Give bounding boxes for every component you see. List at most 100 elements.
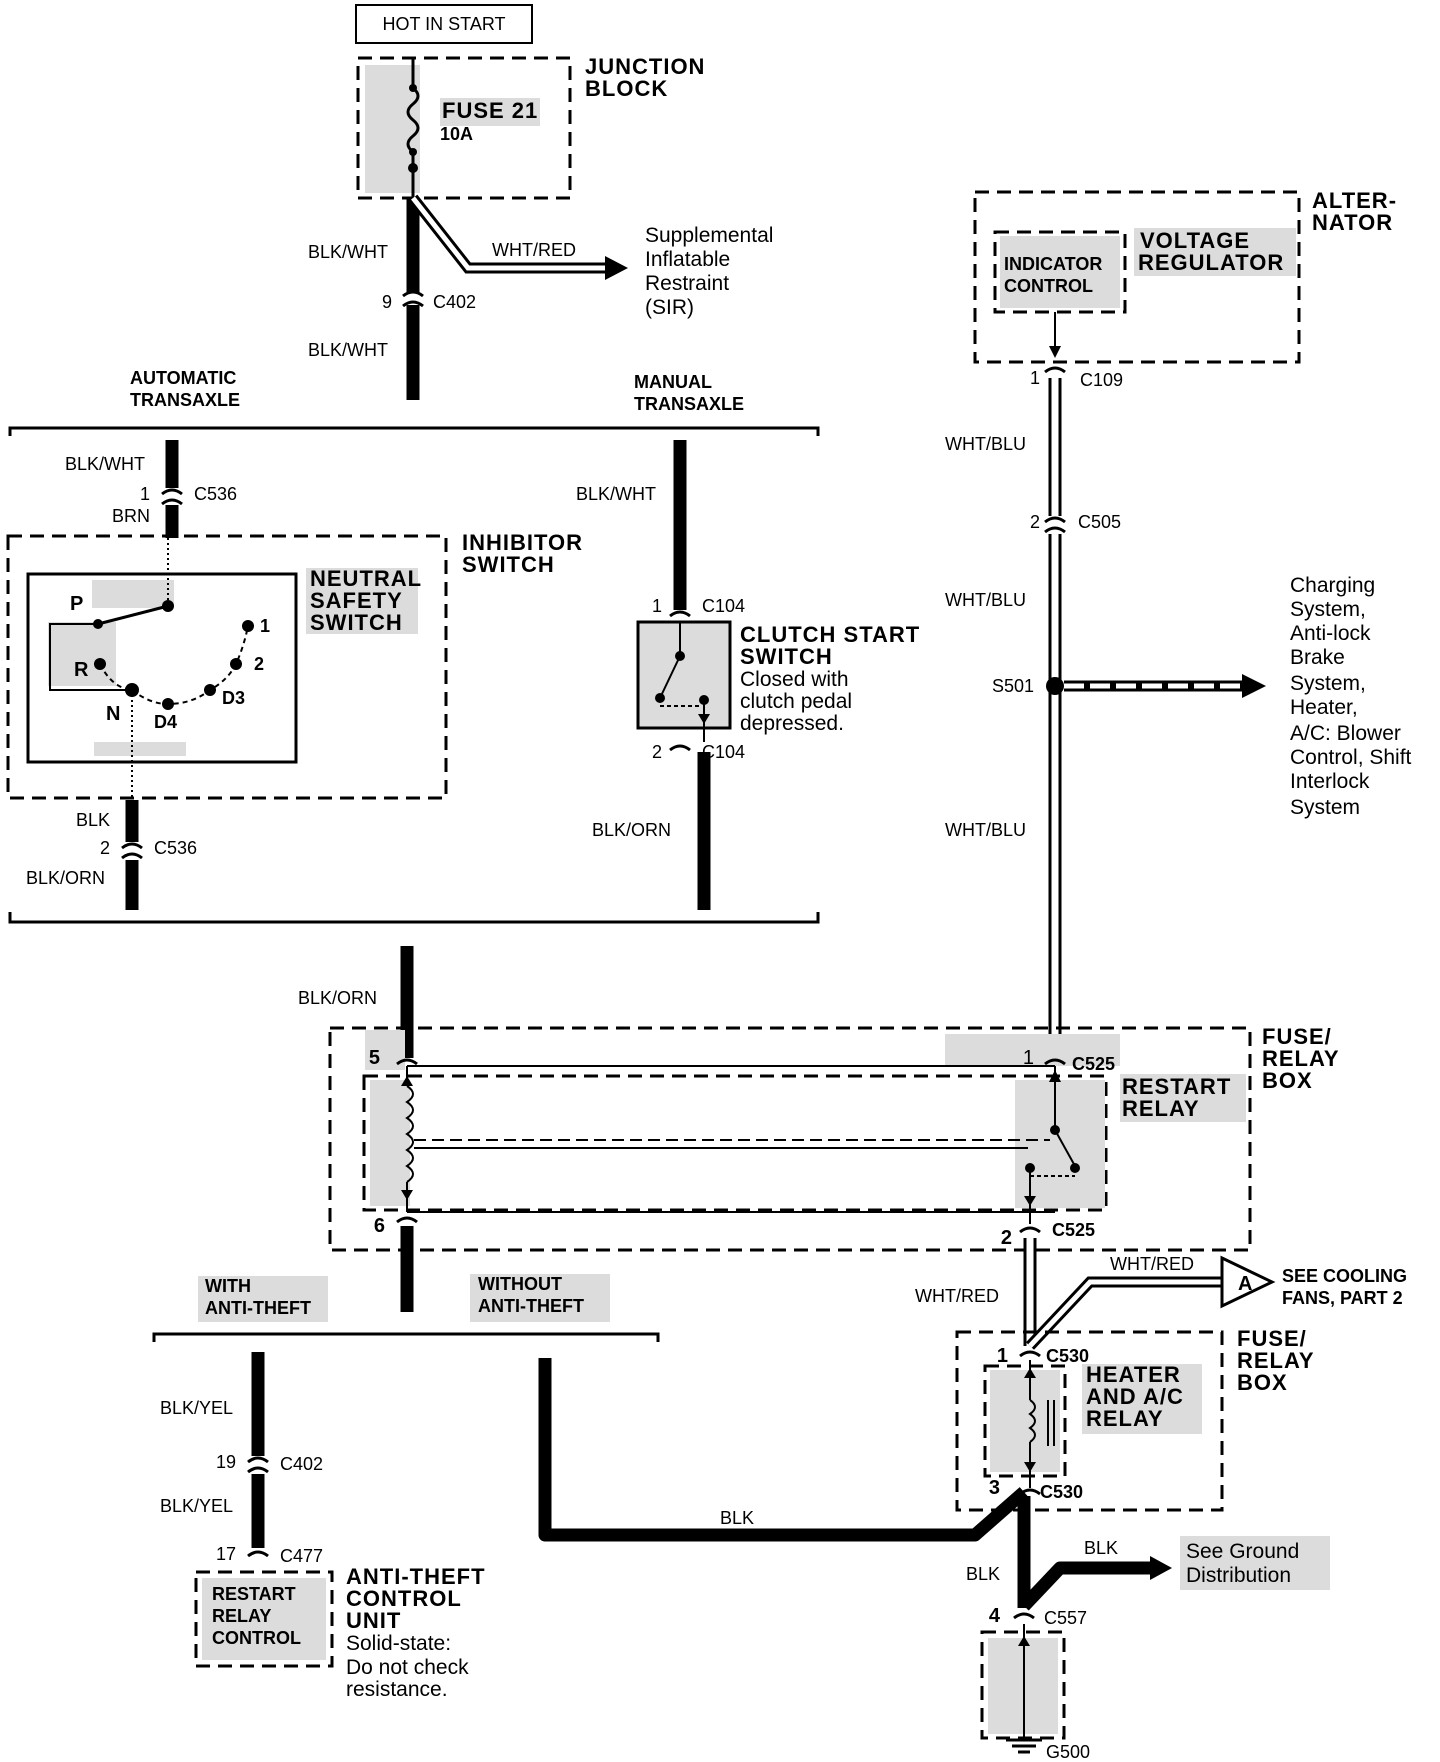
charging-label-9: Interlock — [1290, 770, 1370, 793]
heater-relay-coil — [1028, 1399, 1036, 1443]
label-wht-red-sir: WHT/RED — [492, 240, 576, 260]
heater-relay-label-1: HEATER — [1086, 1362, 1181, 1387]
pin-1-c109: 1 — [1030, 368, 1040, 388]
transaxle-bus-top — [8, 426, 820, 436]
fuse-21-label: FUSE 21 — [442, 98, 538, 123]
control-label: CONTROL — [1004, 276, 1093, 296]
pos-r: R — [74, 659, 89, 681]
ground-dist-label-1: See Ground — [1186, 1540, 1299, 1563]
arrow-to-charging — [1242, 674, 1266, 698]
connector-c536-bottom: C536 — [154, 838, 197, 858]
charging-label-10: System — [1290, 796, 1360, 819]
clutch-label-3: Closed with — [740, 668, 849, 691]
fuse-symbol — [406, 86, 420, 154]
clutch-label-2: SWITCH — [740, 644, 833, 669]
with-label-1: WITH — [205, 1276, 251, 1296]
charging-label-4: Brake — [1290, 646, 1345, 669]
sir-label-3: Restraint — [645, 272, 729, 295]
manual-label-2: TRANSAXLE — [634, 394, 744, 414]
charging-label-3: Anti-lock — [1290, 622, 1371, 645]
cooling-marker-label: A — [1238, 1273, 1252, 1295]
heater-relay-label-3: RELAY — [1086, 1406, 1164, 1431]
pin-19: 19 — [216, 1452, 236, 1472]
without-label-2: ANTI-THEFT — [478, 1296, 584, 1316]
label-brn: BRN — [112, 506, 150, 526]
frb2-label-3: BOX — [1237, 1370, 1288, 1395]
pos-1: 1 — [260, 616, 270, 636]
label-blk-ground: BLK — [966, 1564, 1000, 1584]
antitheft-label-4: Solid-state: — [346, 1632, 451, 1655]
connector-c557: C557 — [1044, 1608, 1087, 1628]
voltage-label: VOLTAGE — [1140, 228, 1250, 253]
connector-c525-top: C525 — [1072, 1054, 1115, 1074]
label-blk-orn-manual: BLK/ORN — [592, 820, 671, 840]
wire-wht-red-sir — [411, 196, 605, 271]
cooling-label-1: SEE COOLING — [1282, 1266, 1407, 1286]
junction-block-label-1: JUNCTION — [585, 54, 705, 79]
sir-label-1: Supplemental — [645, 224, 773, 247]
pin-1-c104: 1 — [652, 596, 662, 616]
inhibitor-label-2: SWITCH — [462, 552, 555, 577]
pin-2-c525: 2 — [1001, 1227, 1012, 1249]
restart-relay-coil — [405, 1085, 414, 1183]
regulator-label: REGULATOR — [1138, 250, 1284, 275]
hot-in-start-label: HOT IN START — [382, 14, 505, 34]
antitheft-label-2: CONTROL — [346, 1586, 462, 1611]
frb1-label-1: FUSE/ — [1262, 1024, 1332, 1049]
antitheft-label-1: ANTI-THEFT — [346, 1564, 486, 1589]
splice-s501-label: S501 — [992, 676, 1034, 696]
label-blk-ground-dist: BLK — [1084, 1538, 1118, 1558]
charging-label-8: Control, Shift — [1290, 746, 1412, 769]
pin-5: 5 — [369, 1047, 380, 1069]
charging-label-1: Charging — [1290, 574, 1375, 597]
hot-in-start-box — [355, 4, 533, 44]
clutch-label-4: clutch pedal — [740, 690, 852, 713]
restart-relay-box — [362, 1074, 1108, 1212]
without-label-1: WITHOUT — [478, 1274, 562, 1294]
wire-wht-red-cooling — [1028, 1279, 1222, 1348]
antitheft-label-5: Do not check — [346, 1656, 469, 1679]
restart-relay-control-box — [194, 1570, 334, 1668]
label-blk-wht-2: BLK/WHT — [308, 340, 388, 360]
charging-label-7: A/C: Blower — [1290, 722, 1401, 745]
ground-g500-label: G500 — [1046, 1742, 1090, 1762]
connector-c530-top: C530 — [1046, 1346, 1089, 1366]
pin-4: 4 — [989, 1605, 1001, 1627]
label-blk-wht-manual: BLK/WHT — [576, 484, 656, 504]
connector-c109: C109 — [1080, 370, 1123, 390]
restart-relay-label-1: RESTART — [1122, 1074, 1231, 1099]
pos-n: N — [106, 703, 120, 725]
restart-relay-label-2: RELAY — [1122, 1096, 1200, 1121]
label-wht-red-cooling: WHT/RED — [1110, 1254, 1194, 1274]
clutch-label-1: CLUTCH START — [740, 622, 920, 647]
label-wht-red-relay: WHT/RED — [915, 1286, 999, 1306]
charging-label-5: System, — [1290, 672, 1366, 695]
connector-c505: C505 — [1078, 512, 1121, 532]
connector-c477: C477 — [280, 1546, 323, 1566]
rrc-label-2: RELAY — [212, 1606, 271, 1626]
frb1-label-3: BOX — [1262, 1068, 1313, 1093]
alternator-label-2: NATOR — [1312, 210, 1393, 235]
ground-dist-label-2: Distribution — [1186, 1564, 1291, 1587]
pin-6: 6 — [374, 1215, 385, 1237]
cooling-connector-marker — [1220, 1255, 1276, 1309]
label-blk-wht-1: BLK/WHT — [308, 242, 388, 262]
arrow-to-sir — [605, 256, 628, 280]
pin-2-c104: 2 — [652, 742, 662, 762]
sir-label-4: (SIR) — [645, 296, 694, 319]
fuse-relay-box-2 — [955, 1330, 1224, 1512]
alternator-label-1: ALTER- — [1312, 188, 1397, 213]
pos-p: P — [70, 593, 83, 615]
label-blk-wht-auto: BLK/WHT — [65, 454, 145, 474]
rrc-label-3: CONTROL — [212, 1628, 301, 1648]
arrow-to-ground-dist — [1150, 1556, 1172, 1580]
connector-c104-bottom: C104 — [702, 742, 745, 762]
pin-17: 17 — [216, 1544, 236, 1564]
antitheft-label-6: resistance. — [346, 1678, 448, 1701]
connector-c536-top: C536 — [194, 484, 237, 504]
label-blk-inhibitor: BLK — [76, 810, 110, 830]
splice-s501 — [1046, 677, 1064, 695]
anti-theft-bus — [152, 1332, 660, 1342]
nss-label-3: SWITCH — [310, 610, 403, 635]
